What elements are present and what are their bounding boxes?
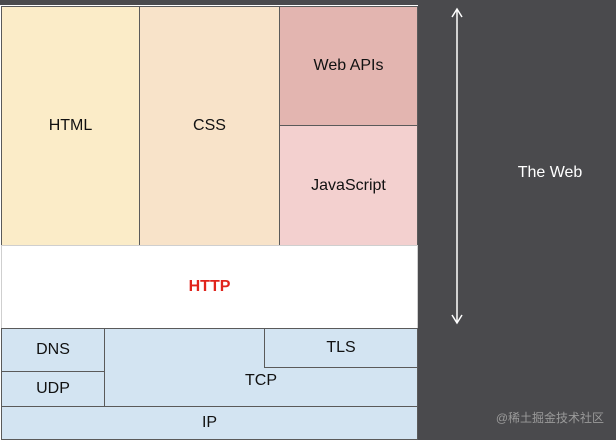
ip-label: IP: [201, 414, 218, 431]
tls-label: TLS: [326, 339, 356, 356]
watermark: @稀土掘金技术社区: [495, 411, 604, 425]
top-border: [0, 0, 418, 5]
the-web-panel: [418, 0, 616, 440]
udp-label: UDP: [36, 380, 70, 397]
http-layer: HTTP: [1, 245, 418, 329]
double-arrow-icon: [451, 7, 463, 325]
javascript-label: JavaScript: [311, 176, 386, 194]
html-label: HTML: [48, 117, 93, 134]
udp-layer: UDP: [1, 371, 105, 407]
tls-layer: TLS: [264, 328, 418, 368]
html-layer: HTML: [1, 6, 140, 246]
the-web-label: The Web: [517, 164, 583, 181]
web-apis-layer: Web APIs: [279, 6, 418, 126]
css-layer: CSS: [139, 6, 280, 246]
ip-layer: IP: [1, 406, 418, 440]
css-label: CSS: [193, 117, 226, 134]
web-apis-label: Web APIs: [313, 57, 384, 74]
http-label: HTTP: [188, 278, 231, 295]
dns-label: DNS: [36, 341, 70, 358]
tcp-label: TCP: [245, 372, 277, 389]
dns-layer: DNS: [1, 328, 105, 372]
javascript-layer: JavaScript: [279, 125, 418, 246]
